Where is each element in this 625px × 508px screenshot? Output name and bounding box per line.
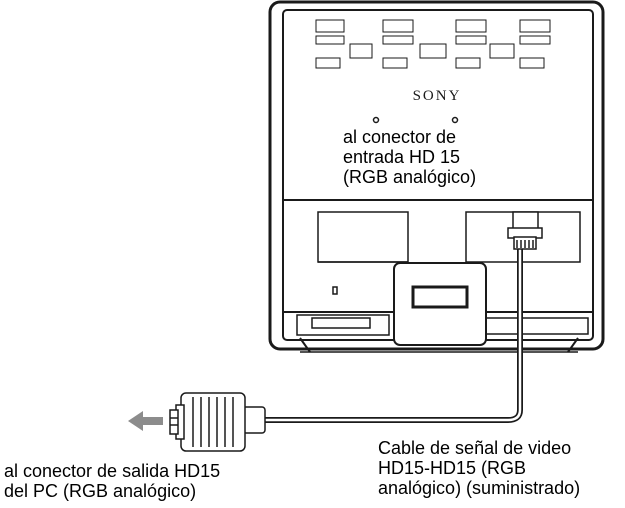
connector-panels (296, 211, 589, 336)
brand-logo: SONY (413, 88, 462, 104)
vent-row-1 (315, 19, 551, 33)
vent-row-4 (315, 57, 545, 69)
vent-row-3 (349, 43, 515, 59)
input-connector-label: al conector de entrada HD 15 (RGB analóg… (343, 127, 477, 187)
monitor-side-connector (507, 211, 543, 250)
vent-row-2 (315, 35, 551, 45)
stand-block (393, 262, 487, 346)
left-arrow-icon (128, 411, 163, 431)
indicator-slot (332, 286, 338, 295)
screw-hole-left (372, 116, 380, 124)
cable-label: Cable de señal de video HD15-HD15 (RGB a… (378, 438, 581, 498)
vent-grills (315, 19, 551, 69)
signal-cable (262, 247, 523, 423)
output-connector-label: al conector de salida HD15 del PC (RGB a… (4, 461, 221, 501)
port-strip (296, 314, 390, 336)
pc-side-connector (169, 392, 266, 452)
screw-hole-right (451, 116, 459, 124)
